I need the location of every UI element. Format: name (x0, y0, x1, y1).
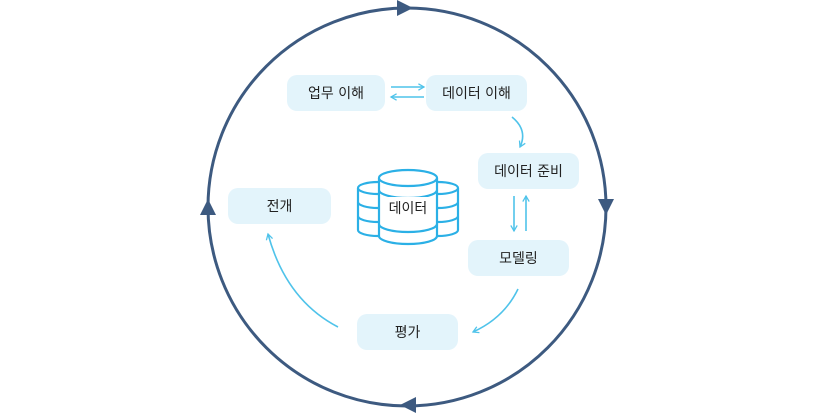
cycle-arrow-right-icon (598, 199, 614, 215)
cycle-arrow-bottom-icon (400, 397, 416, 413)
center-data-label: 데이터 (388, 201, 428, 217)
arrow-modeling-to-evaluation (471, 288, 519, 334)
node-business-understanding: 업무 이해 (287, 75, 385, 111)
database-icon (356, 168, 460, 246)
cycle-arrow-left-icon (200, 199, 216, 215)
node-data-understanding: 데이터 이해 (426, 75, 527, 111)
node-modeling: 모델링 (468, 240, 569, 276)
cycle-arrow-top-icon (397, 0, 413, 16)
node-evaluation: 평가 (357, 314, 458, 350)
arrow-understanding-to-preparation (511, 116, 526, 149)
node-deployment: 전개 (228, 188, 331, 224)
arrow-evaluation-to-deployment (265, 232, 339, 328)
node-data-preparation: 데이터 준비 (478, 153, 579, 189)
